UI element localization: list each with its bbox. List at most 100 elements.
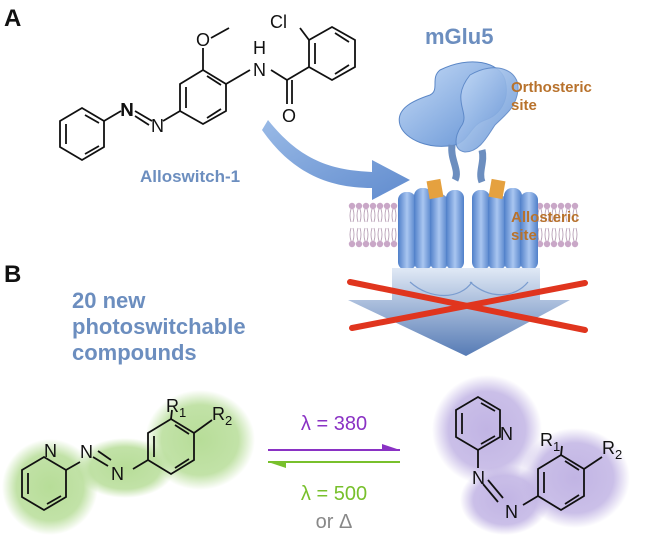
lipid-tail (363, 227, 369, 242)
lipid-head (355, 202, 363, 210)
lipid-head (543, 202, 551, 210)
cis-r1-symbol: R (540, 430, 553, 450)
cis-azo-n1: N (472, 468, 485, 488)
lipid-head (376, 202, 384, 210)
lipid-tail (391, 227, 397, 242)
cis-pyridine-n: N (500, 424, 513, 444)
lipid-head (383, 240, 391, 248)
lipid-tail (572, 208, 578, 223)
azo-n-atom-2: N (151, 116, 164, 136)
lipid-head (369, 240, 377, 248)
amide-h-atom: H (253, 38, 266, 58)
lipid-head (390, 240, 398, 248)
lipid-tail (384, 208, 390, 223)
lipid-head (348, 202, 356, 210)
methoxy-o-atom: O (196, 30, 210, 50)
lipid-tail (349, 208, 355, 223)
lipid-head (543, 240, 551, 248)
panel-a-label: A (4, 5, 21, 32)
trans-r2: R2 (212, 404, 232, 428)
lipid-tail (356, 208, 362, 223)
lipid-tail (551, 227, 557, 242)
alloswitch-1-structure (59, 25, 356, 162)
lipid-tail (370, 208, 376, 223)
transmembrane-domain (398, 178, 538, 270)
lipid-tail (572, 227, 578, 242)
lipid-tail (356, 227, 362, 242)
lipid-head (355, 240, 363, 248)
lipid-head (390, 202, 398, 210)
lipid-tail (544, 208, 550, 223)
lipid-tail (377, 227, 383, 242)
carbonyl-o-atom: O (282, 106, 296, 126)
cis-r1: R1 (540, 430, 560, 454)
reverse-wavelength-label: λ = 500 (301, 483, 367, 505)
lipid-tail (370, 227, 376, 242)
lipid-tail (349, 227, 355, 242)
trans-r1-symbol: R (166, 396, 179, 416)
trans-isomer-structure (21, 409, 213, 512)
lipid-tail (544, 227, 550, 242)
thermal-relaxation-label: or Δ (316, 511, 353, 533)
trans-r1-subscript: 1 (179, 405, 186, 420)
orthosteric-site-label: site (511, 97, 537, 114)
lipid-head (550, 202, 558, 210)
headline-line-3: compounds (72, 340, 197, 365)
venus-flytrap-domain (398, 61, 519, 184)
lipid-tail (565, 208, 571, 223)
allosteric-site-label: site (511, 227, 537, 244)
lipid-head (564, 240, 572, 248)
amide-n-atom: N (253, 60, 266, 80)
trans-r2-symbol: R (212, 404, 225, 424)
lipid-head (536, 240, 544, 248)
equilibrium-arrows (268, 444, 400, 468)
trans-azo-n2: N (111, 464, 124, 484)
chloro-atom: Cl (270, 12, 287, 32)
pyridine-n-atom: N (120, 100, 133, 120)
orthosteric-label: Orthosteric (511, 79, 592, 96)
trans-r1: R1 (166, 396, 186, 420)
lipid-tail (537, 227, 543, 242)
cis-isomer-glow (432, 375, 630, 535)
lipid-head (571, 202, 579, 210)
allosteric-label: Allosteric (511, 209, 579, 226)
trans-r2-subscript: 2 (225, 413, 232, 428)
lipid-tail (377, 208, 383, 223)
lipid-tail (391, 208, 397, 223)
inhibition-cross (347, 279, 588, 333)
binding-arrow (262, 120, 410, 200)
lipid-head (362, 240, 370, 248)
lipid-tail (558, 208, 564, 223)
lipid-tail (363, 208, 369, 223)
lipid-head (383, 202, 391, 210)
lipid-head (557, 240, 565, 248)
lipid-head (571, 240, 579, 248)
cis-azo-n2: N (505, 502, 518, 522)
lipid-tail (551, 208, 557, 223)
lipid-head (557, 202, 565, 210)
cis-r1-subscript: 1 (553, 439, 560, 454)
azo-n-atom-1: N (121, 100, 134, 120)
cis-r2-subscript: 2 (615, 447, 622, 462)
lipid-head (369, 202, 377, 210)
lipid-head (564, 202, 572, 210)
lipid-tail (565, 227, 571, 242)
lipid-tail (558, 227, 564, 242)
lipid-tail (384, 227, 390, 242)
lipid-head (536, 202, 544, 210)
lipid-head (348, 240, 356, 248)
cis-r2: R2 (602, 438, 622, 462)
cis-isomer-structure (455, 395, 603, 512)
lipid-head (550, 240, 558, 248)
trans-pyridine-n: N (44, 441, 57, 461)
panel-b-label: B (4, 261, 21, 288)
signaling-arrow (348, 268, 570, 356)
molecule-name: Alloswitch-1 (140, 167, 240, 186)
headline-line-2: photoswitchable (72, 314, 246, 339)
headline-line-1: 20 new (72, 288, 146, 313)
receptor-name: mGlu5 (425, 24, 493, 49)
trans-azo-n1: N (80, 442, 93, 462)
lipid-head (376, 240, 384, 248)
lipid-membrane (348, 202, 579, 248)
lipid-head (362, 202, 370, 210)
